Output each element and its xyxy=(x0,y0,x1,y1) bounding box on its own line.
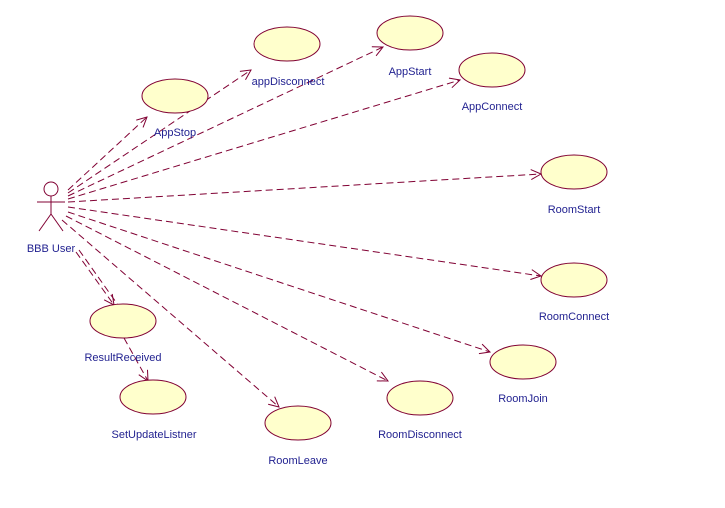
use-case-label: RoomDisconnect xyxy=(378,429,462,441)
relation-actor-to-roomstart[interactable] xyxy=(67,174,541,203)
stick-figure-icon xyxy=(37,181,65,232)
use-case-ellipse xyxy=(141,78,209,114)
relation-actor-to-roomleave[interactable] xyxy=(61,219,279,407)
relation-resultreceived-to-setupdatelistner[interactable] xyxy=(123,337,148,381)
relation-actor-to-appstop[interactable] xyxy=(67,117,147,191)
use-case-label: RoomStart xyxy=(548,204,601,216)
use-case-ellipse xyxy=(89,303,157,339)
use-case-label: ResultReceived xyxy=(84,352,161,364)
relation-actor-to-appdisconnect[interactable] xyxy=(67,70,251,194)
relation-actor-to-roomconnect[interactable] xyxy=(67,206,541,276)
use-case-label: RoomJoin xyxy=(498,393,548,405)
use-case-label: AppConnect xyxy=(462,101,523,113)
relations-layer xyxy=(61,47,541,407)
actor-bbb-user[interactable]: BBB User xyxy=(27,181,76,255)
use-case-roomstart[interactable]: RoomStart xyxy=(540,154,608,216)
use-cases-layer: AppStop appDisconnect AppStartAppConnectRo… xyxy=(84,15,609,467)
use-case-label: RoomLeave xyxy=(268,455,327,467)
use-case-setupdatelistner[interactable]: SetUpdateListner xyxy=(112,379,197,441)
relation-actor-to-roomjoin[interactable] xyxy=(67,211,490,352)
relation-actor-to-roomdisconnect[interactable] xyxy=(65,215,388,381)
actor-label: BBB User xyxy=(27,243,76,255)
use-case-appdisconnect[interactable]: appDisconnect xyxy=(252,26,325,88)
relation-actor-to-resultreceived-double xyxy=(78,249,119,306)
use-case-roomconnect[interactable]: RoomConnect xyxy=(539,262,609,323)
relation-actor-to-appstart[interactable] xyxy=(67,47,383,197)
use-case-roomdisconnect[interactable]: RoomDisconnect xyxy=(378,380,462,441)
use-case-label: RoomConnect xyxy=(539,311,609,323)
use-case-roomjoin[interactable]: RoomJoin xyxy=(489,344,557,405)
use-case-appconnect[interactable]: AppConnect xyxy=(458,52,526,113)
use-case-ellipse xyxy=(253,26,321,62)
use-case-ellipse xyxy=(264,405,332,441)
use-case-ellipse xyxy=(458,52,526,88)
use-case-roomleave[interactable]: RoomLeave xyxy=(264,405,332,467)
use-case-resultreceived[interactable]: ResultReceived xyxy=(84,303,162,364)
use-case-appstop[interactable]: AppStop xyxy=(141,78,209,139)
use-case-label: AppStop xyxy=(154,127,196,139)
use-case-ellipse xyxy=(376,15,444,51)
use-case-ellipse xyxy=(489,344,557,380)
use-case-ellipse xyxy=(386,380,454,416)
use-case-ellipse xyxy=(540,154,608,190)
use-case-label: SetUpdateListner xyxy=(112,429,197,441)
use-case-label: appDisconnect xyxy=(252,76,325,88)
use-case-label: AppStart xyxy=(389,66,432,78)
use-case-appstart[interactable]: AppStart xyxy=(376,15,444,78)
relation-actor-to-appconnect[interactable] xyxy=(67,80,460,200)
use-case-ellipse xyxy=(119,379,187,415)
use-case-ellipse xyxy=(540,262,608,298)
